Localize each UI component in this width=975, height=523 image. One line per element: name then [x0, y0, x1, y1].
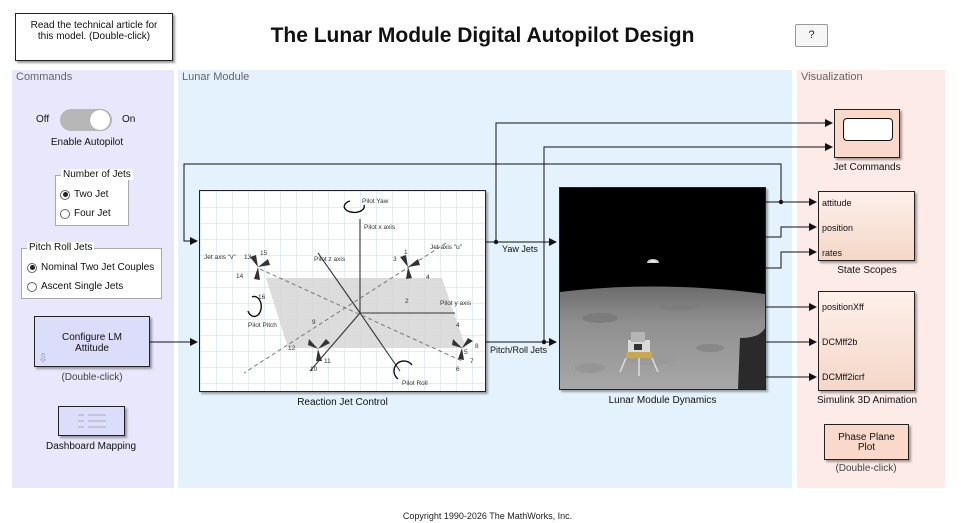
dashboard-mapping-block[interactable] — [58, 406, 125, 436]
radio-four-jet[interactable]: Four Jet — [60, 208, 111, 219]
radio-label: Four Jet — [74, 208, 111, 219]
jet-number: 7 — [470, 358, 474, 365]
port-positionxff: positionXff — [822, 302, 864, 312]
phase-plane-label: Phase Plane Plot — [838, 432, 895, 453]
down-arrow-icon: ⇩ — [38, 351, 49, 365]
sim3d-caption: Simulink 3D Animation — [816, 395, 918, 406]
visualization-area-label: Visualization — [801, 71, 863, 83]
jet-number: 13 — [244, 254, 252, 261]
pilot-pitch-label: Pilot Pitch — [248, 322, 277, 329]
page-title: The Lunar Module Digital Autopilot Desig… — [270, 24, 695, 47]
pitch-roll-jets-group: Pitch Roll Jets Nominal Two Jet Couples … — [21, 242, 162, 299]
radio-nominal-two-jet[interactable]: Nominal Two Jet Couples — [27, 262, 154, 273]
radio-label: Ascent Single Jets — [41, 281, 124, 292]
jet-number: 5 — [464, 349, 468, 356]
jet-number: 1 — [404, 249, 408, 256]
pilot-x-label: Pilot x axis — [364, 224, 396, 231]
jet-number: 4 — [456, 322, 460, 329]
jet-number: 10 — [310, 366, 318, 373]
dynamics-caption: Lunar Module Dynamics — [608, 395, 717, 406]
jet-number: 2 — [405, 298, 409, 305]
jet-geometry-diagram: Pilot Yaw Pilot x axis Pilot z axis Pilo… — [200, 191, 485, 391]
state-scopes-caption: State Scopes — [837, 265, 897, 276]
toggle-knob — [90, 110, 110, 130]
state-scopes-block[interactable]: attitude position rates — [818, 191, 915, 261]
jet-number: 4 — [426, 274, 430, 281]
radio-button — [60, 208, 70, 219]
scope-screen-icon — [843, 118, 893, 141]
jet-u-label: Jet axis "u" — [430, 244, 463, 251]
port-rates: rates — [822, 248, 843, 258]
simulink-3d-animation-block[interactable]: positionXff DCMff2b DCMff2icrf — [818, 291, 915, 391]
configure-block-label: Configure LM Attitude — [61, 332, 123, 354]
copyright: Copyright 1990-2026 The MathWorks, Inc. — [402, 511, 573, 521]
pilot-yaw-label: Pilot Yaw — [362, 198, 389, 205]
phase-plane-plot-block[interactable]: Phase Plane Plot — [824, 424, 909, 460]
jet-number: 14 — [236, 273, 244, 280]
jet-commands-caption: Jet Commands — [833, 162, 901, 173]
lunar-module-dynamics-block[interactable] — [559, 187, 766, 390]
reaction-jet-control-block[interactable]: Pilot Yaw Pilot x axis Pilot z axis Pilo… — [199, 190, 486, 392]
jet-number: 3 — [393, 256, 397, 263]
pilot-y-label: Pilot y axis — [440, 300, 472, 307]
radio-two-jet[interactable]: Two Jet — [60, 189, 108, 200]
radio-ascent-single[interactable]: Ascent Single Jets — [27, 281, 123, 292]
pitch-roll-jets-label: Pitch/Roll Jets — [490, 345, 548, 355]
jet-number: 6 — [456, 366, 460, 373]
radio-label: Nominal Two Jet Couples — [41, 262, 155, 273]
port-dcmff2b: DCMff2b — [822, 337, 858, 347]
port-attitude: attitude — [822, 198, 852, 208]
lunar-module-icon — [619, 332, 659, 376]
lunar-surface-image — [560, 188, 765, 389]
yaw-jets-label: Yaw Jets — [502, 244, 538, 254]
toggle-caption: Enable Autopilot — [50, 137, 124, 148]
jet-number: 9 — [312, 319, 316, 326]
port-position: position — [822, 223, 854, 233]
port-dcmff2icrf: DCMff2icrf — [822, 372, 865, 382]
configure-lm-attitude-block[interactable]: Configure LM Attitude ⇩ — [34, 316, 150, 367]
pilot-z-label: Pilot z axis — [314, 256, 346, 263]
help-button-label: ? — [808, 29, 815, 41]
help-button[interactable]: ? — [795, 24, 828, 47]
phase-plane-caption: (Double-click) — [835, 463, 897, 474]
radio-label: Two Jet — [74, 189, 109, 200]
radio-button — [60, 189, 70, 200]
toggle-on-label: On — [122, 114, 136, 125]
radio-button — [27, 281, 37, 292]
number-of-jets-group: Number of Jets Two Jet Four Jet — [55, 169, 133, 226]
jet-number: 15 — [260, 250, 268, 257]
list-icon — [78, 414, 106, 428]
rjc-caption: Reaction Jet Control — [297, 397, 388, 408]
radio-button — [27, 262, 37, 273]
autopilot-toggle[interactable] — [60, 109, 112, 131]
lunar-module-area-label: Lunar Module — [182, 71, 250, 83]
jet-number: 8 — [475, 343, 479, 350]
dashboard-caption: Dashboard Mapping — [45, 441, 137, 452]
pilot-roll-label: Pilot Roll — [402, 380, 428, 387]
number-of-jets-title: Number of Jets — [61, 169, 133, 180]
commands-area-label: Commands — [16, 71, 73, 83]
doc-block[interactable]: Read the technical article for this mode… — [15, 13, 173, 61]
jet-number: 16 — [258, 294, 266, 301]
configure-caption: (Double-click) — [61, 372, 123, 383]
jet-v-label: Jet axis "v" — [204, 254, 236, 261]
jet-commands-scope[interactable] — [834, 109, 900, 158]
jet-number: 12 — [288, 345, 296, 352]
jet-number: 11 — [324, 358, 331, 365]
toggle-off-label: Off — [36, 114, 50, 125]
doc-block-text: Read the technical article for this mode… — [30, 20, 158, 42]
pitch-roll-jets-title: Pitch Roll Jets — [27, 242, 95, 253]
